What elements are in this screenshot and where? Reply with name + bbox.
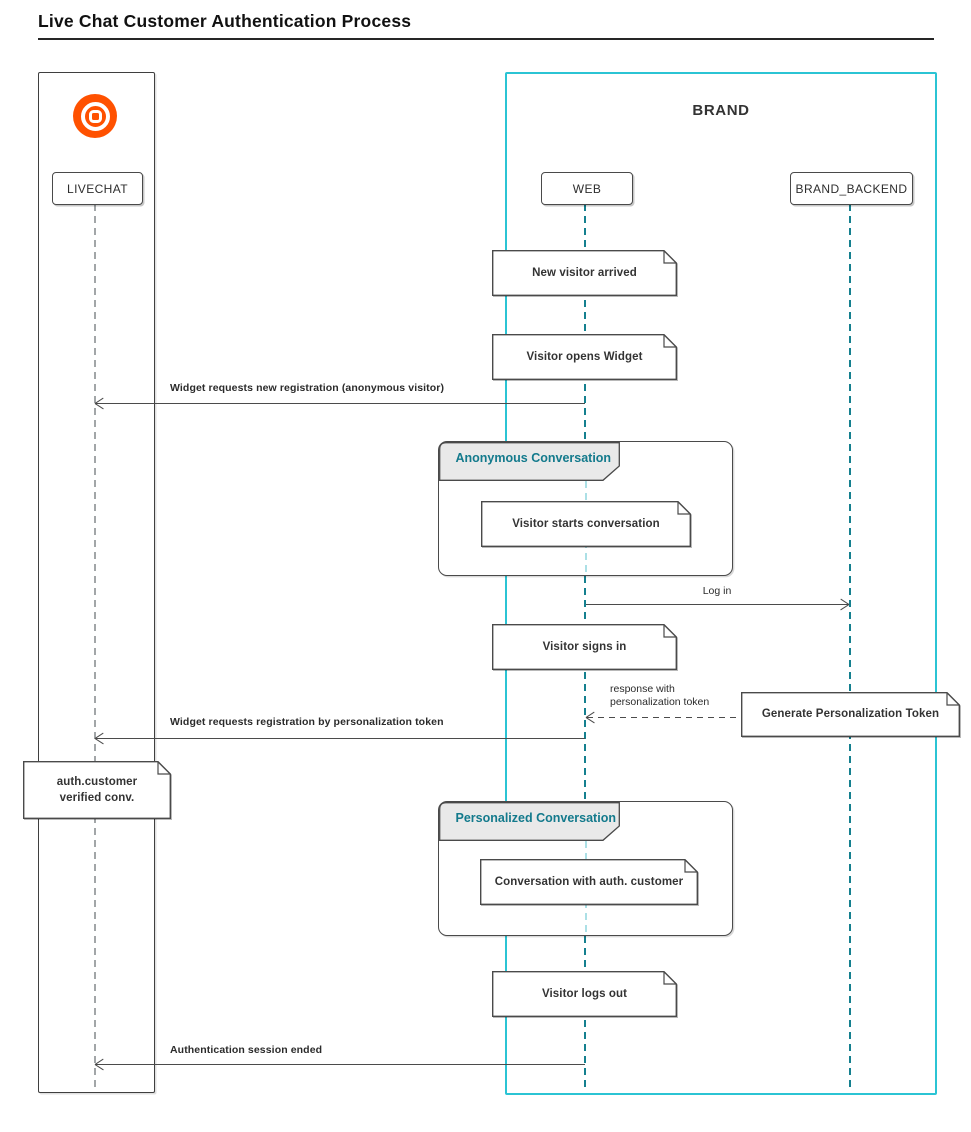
message-response-token-label: response with personalization token xyxy=(610,683,710,709)
participant-livechat: LIVECHAT xyxy=(52,172,143,205)
note-text: New visitor arrived xyxy=(532,266,637,279)
livechat-logo-icon xyxy=(73,94,117,138)
participant-web: WEB xyxy=(541,172,633,205)
note-signs-in: Visitor signs in xyxy=(492,624,677,670)
participant-brand-backend: BRAND_BACKEND xyxy=(790,172,913,205)
message-registration-by-token-label: Widget requests registration by personal… xyxy=(170,716,444,728)
message-session-ended-label: Authentication session ended xyxy=(170,1044,323,1056)
message-log-in-label: Log in xyxy=(702,585,732,597)
participant-web-label: WEB xyxy=(572,181,602,196)
note-conversation-auth: Conversation with auth. customer xyxy=(480,859,698,905)
note-text: auth.customer verified conv. xyxy=(56,775,138,804)
group-anonymous-label-tab: Anonymous Conversation xyxy=(438,441,620,481)
group-personalized-label-tab: Personalized Conversation xyxy=(438,801,620,841)
message-session-ended-line xyxy=(96,1063,585,1065)
lifeline-brand-backend xyxy=(849,204,851,1091)
livechat-container xyxy=(38,72,155,1093)
brand-frame-label: BRAND xyxy=(692,102,750,119)
note-new-visitor: New visitor arrived xyxy=(492,250,677,296)
note-text: Visitor opens Widget xyxy=(526,350,643,363)
note-opens-widget: Visitor opens Widget xyxy=(492,334,677,380)
note-starts-conversation: Visitor starts conversation xyxy=(481,501,691,547)
note-logs-out: Visitor logs out xyxy=(492,971,677,1017)
message-response-token-line xyxy=(587,716,741,718)
livechat-logo-ring xyxy=(80,101,110,131)
title-underline xyxy=(38,38,934,40)
note-auth-customer: auth.customer verified conv. xyxy=(23,761,171,819)
group-personalized-label: Personalized Conversation xyxy=(455,810,616,825)
participant-livechat-label: LIVECHAT xyxy=(67,181,128,196)
message-registration-by-token-line xyxy=(96,737,585,739)
note-text: Visitor logs out xyxy=(541,987,628,1000)
note-text: Visitor starts conversation xyxy=(512,517,660,530)
group-anonymous-label: Anonymous Conversation xyxy=(455,450,612,465)
message-new-registration-label: Widget requests new registration (anonym… xyxy=(170,382,445,394)
note-text: Generate Personalization Token xyxy=(761,708,940,721)
page-title: Live Chat Customer Authentication Proces… xyxy=(38,11,412,31)
livechat-logo-core xyxy=(88,109,102,123)
note-text: Conversation with auth. customer xyxy=(494,875,684,888)
note-generate-token: Generate Personalization Token xyxy=(741,692,960,737)
participant-brand-backend-label: BRAND_BACKEND xyxy=(795,181,908,196)
brand-frame: BRAND xyxy=(505,72,937,1095)
lifeline-livechat xyxy=(94,204,96,1091)
message-new-registration-line xyxy=(96,402,585,404)
note-text: Visitor signs in xyxy=(542,640,627,653)
message-log-in-line xyxy=(586,603,848,605)
